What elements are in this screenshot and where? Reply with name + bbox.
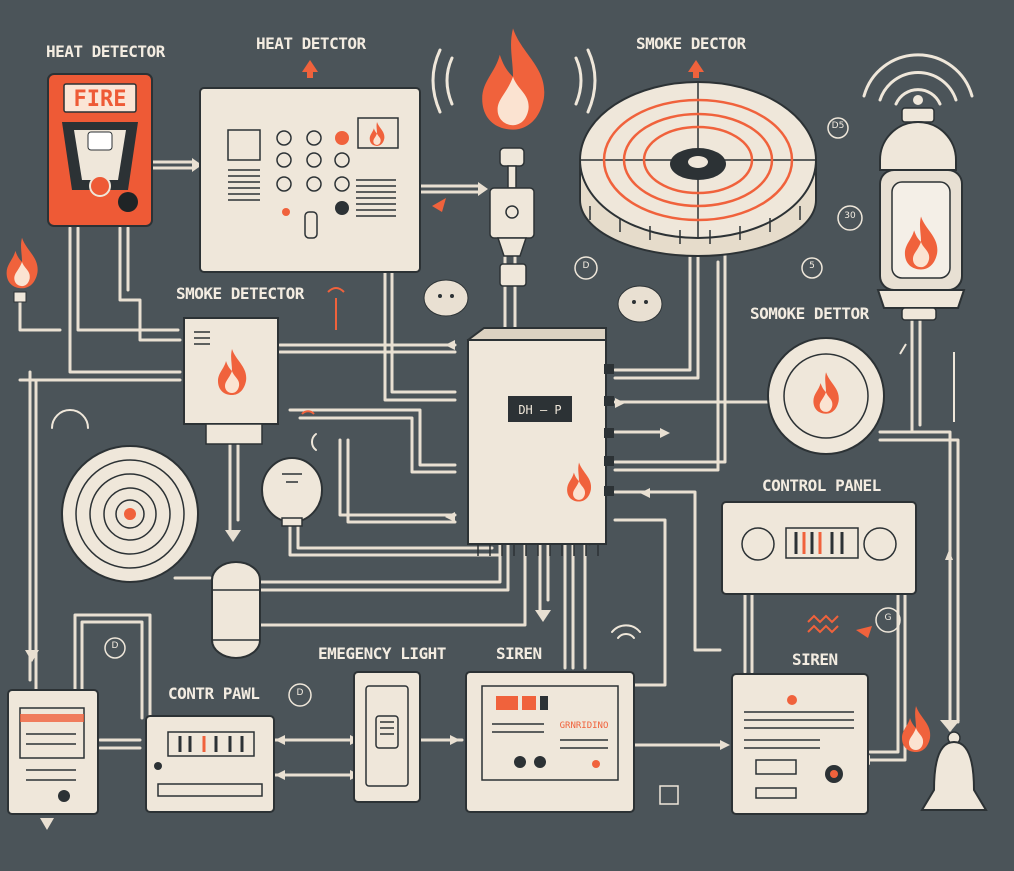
label-smoke-detector-right: SOMOKE DETTOR <box>750 304 869 323</box>
alert-marks <box>301 287 839 634</box>
label-emergency-light: EMEGENCY LIGHT <box>318 644 446 663</box>
top-flame-sensor <box>431 28 597 287</box>
siren-panel-text: GRNRIDINO <box>560 721 609 731</box>
control-panel-right <box>721 501 917 595</box>
bubble-label-2: 30 <box>844 211 856 221</box>
bubble-label-3: D <box>582 261 590 271</box>
arrowheads <box>25 158 960 830</box>
main-display: DH — P <box>518 403 561 417</box>
accent-arrows <box>302 60 704 212</box>
signal-icons <box>51 409 641 639</box>
main-control-box: DH — P <box>466 327 614 556</box>
label-smoke-detector-top: SMOKE DECTOR <box>636 34 746 53</box>
flame-left-icon <box>6 237 38 289</box>
smoke-detector-box <box>183 317 279 445</box>
fire-alarm-label: FIRE <box>74 87 127 112</box>
bubble-label-7: G <box>884 613 892 623</box>
siren-panel-right <box>731 673 869 815</box>
bubble-outlines <box>104 117 901 707</box>
wiring <box>18 160 960 777</box>
bell-sounder <box>920 731 988 811</box>
bubble-label-6: D <box>296 688 304 698</box>
emergency-light-switch <box>353 671 421 803</box>
label-heat-detector-1: HEAT DETECTOR <box>46 42 165 61</box>
label-heat-detector-2: HEAT DETCTOR <box>256 34 366 53</box>
siren-panel-center: GRNRIDINO <box>465 671 635 813</box>
label-smoke-detector-left: SMOKE DETECTOR <box>176 284 304 303</box>
round-heat-detector-small <box>261 457 323 527</box>
smoke-detector-round-right <box>767 337 885 455</box>
smoke-detector-large <box>579 81 817 257</box>
label-siren-right: SIREN <box>792 650 838 669</box>
bubble-label-4: 5 <box>809 261 815 271</box>
speech-bubbles <box>423 279 663 323</box>
control-panel-bottom-left <box>145 715 275 813</box>
label-siren-center: SIREN <box>496 644 542 663</box>
wireless-icon <box>862 53 974 106</box>
bubble-label-1: D5 <box>831 121 845 131</box>
bubble-label-5: D <box>111 641 119 651</box>
bottom-left-panel <box>7 689 99 815</box>
label-control-panel-right: CONTROL PANEL <box>762 476 881 495</box>
fire-alarm-pull-station[interactable]: FIRE <box>47 73 153 227</box>
emergency-light-capsule <box>211 561 261 659</box>
round-detector-left <box>61 445 199 583</box>
heat-detector-panel <box>199 87 421 273</box>
label-control-panel-left: CONTR PAWL <box>168 684 260 703</box>
lantern-heat-detector <box>876 107 966 321</box>
